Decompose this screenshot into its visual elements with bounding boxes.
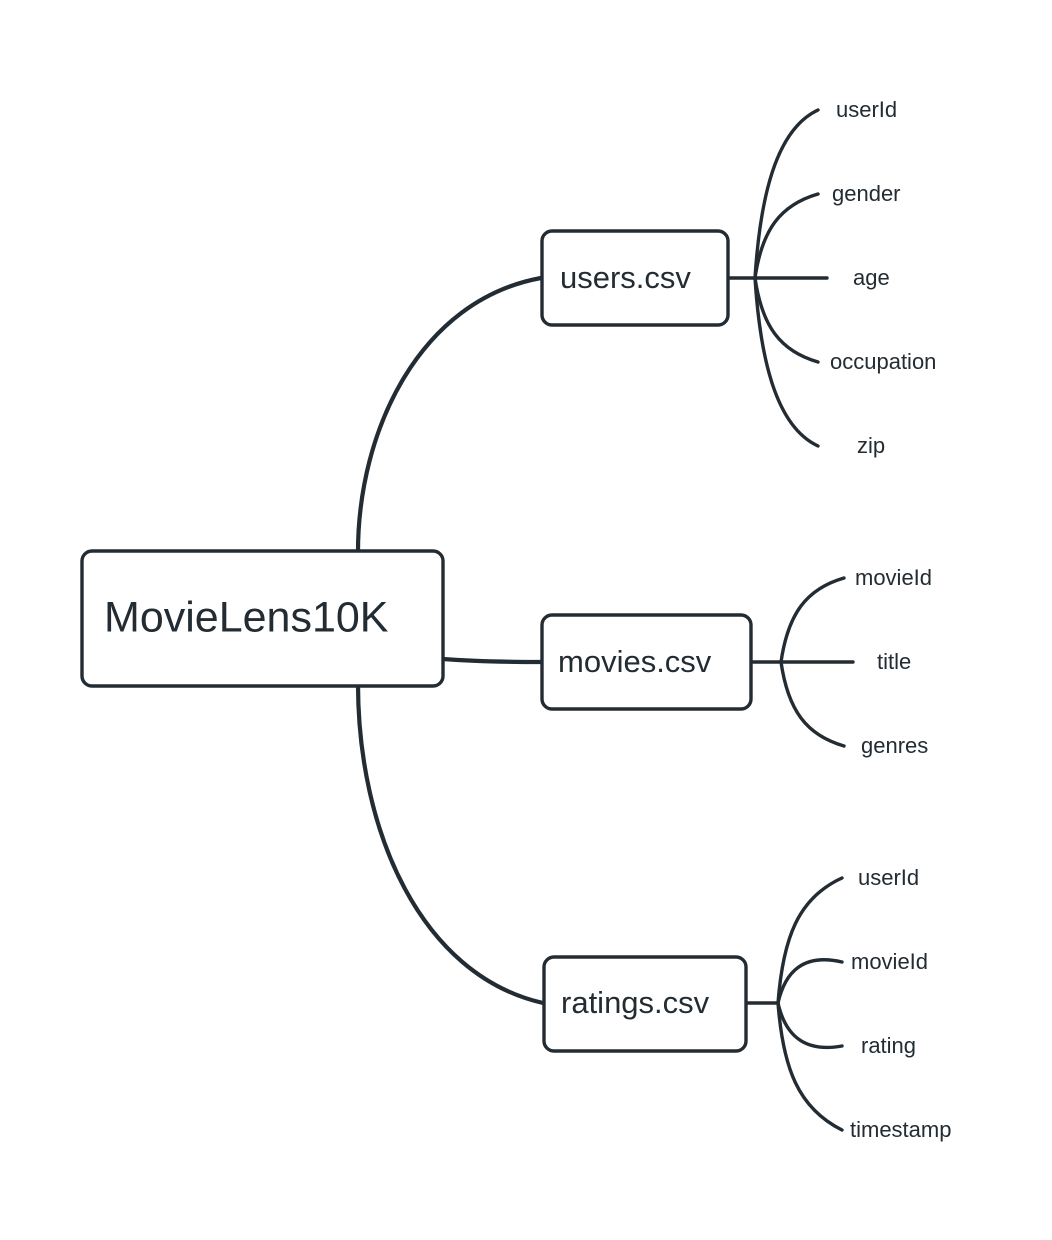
movies-leaf-labels: movieId title genres xyxy=(855,565,932,758)
users-node-label: users.csv xyxy=(560,260,691,295)
leaf-label-users-occupation[interactable]: occupation xyxy=(830,349,936,374)
leaf-label-users-age[interactable]: age xyxy=(853,265,890,290)
leaf-label-movies-genres[interactable]: genres xyxy=(861,733,928,758)
leaf-label-movies-movieid[interactable]: movieId xyxy=(855,565,932,590)
leaf-label-ratings-timestamp[interactable]: timestamp xyxy=(850,1117,951,1142)
edge-users-to-userid xyxy=(753,108,820,280)
edge-ratings-to-movieid xyxy=(776,958,844,1005)
leaf-label-ratings-userid[interactable]: userId xyxy=(858,865,919,890)
leaf-label-users-zip[interactable]: zip xyxy=(857,433,885,458)
ratings-leaf-edges xyxy=(745,876,844,1132)
leaf-label-movies-title[interactable]: title xyxy=(877,649,911,674)
movies-leaf-edges xyxy=(750,576,855,748)
users-leaf-edges xyxy=(727,108,829,448)
edge-root-to-ratings xyxy=(355,681,546,1006)
users-node-box[interactable] xyxy=(540,229,730,327)
edge-movies-to-movieid xyxy=(779,576,846,664)
edge-movies-to-genres xyxy=(779,660,846,748)
edge-ratings-to-timestamp xyxy=(776,1001,844,1132)
root-branch-edges xyxy=(355,275,546,1006)
leaf-label-ratings-movieid[interactable]: movieId xyxy=(851,949,928,974)
edge-ratings-to-rating xyxy=(776,1001,844,1050)
root-node-box[interactable] xyxy=(80,549,445,688)
ratings-node-label: ratings.csv xyxy=(561,985,710,1020)
ratings-node-box[interactable] xyxy=(542,955,748,1053)
edge-root-to-users xyxy=(355,275,544,555)
node-branch-movies[interactable]: movies.csv xyxy=(540,613,753,711)
edge-users-to-gender xyxy=(753,192,820,280)
ratings-leaf-labels: userId movieId rating timestamp xyxy=(850,865,951,1142)
node-root[interactable]: MovieLens10K xyxy=(80,549,445,688)
edge-root-to-movies xyxy=(440,656,544,665)
leaf-label-ratings-rating[interactable]: rating xyxy=(861,1033,916,1058)
leaf-label-users-gender[interactable]: gender xyxy=(832,181,901,206)
users-leaf-labels: userId gender age occupation zip xyxy=(830,97,936,458)
movies-node-box[interactable] xyxy=(540,613,753,711)
node-branch-users[interactable]: users.csv xyxy=(540,229,730,327)
node-branch-ratings[interactable]: ratings.csv xyxy=(542,955,748,1053)
edge-ratings-to-userid xyxy=(776,876,844,1005)
edge-users-to-zip xyxy=(753,276,820,448)
root-node-label: MovieLens10K xyxy=(104,593,389,641)
movies-node-label: movies.csv xyxy=(558,644,712,679)
leaf-label-users-userid[interactable]: userId xyxy=(836,97,897,122)
